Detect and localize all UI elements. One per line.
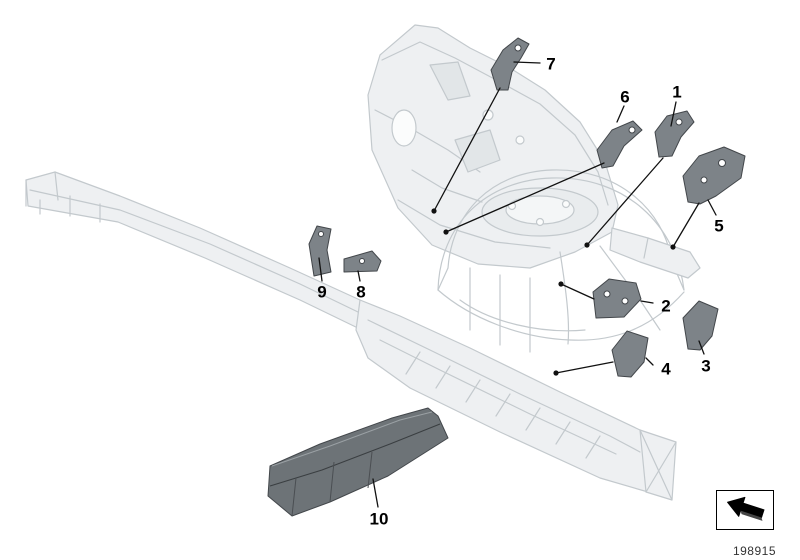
callout-6[interactable]: 6 <box>620 87 630 107</box>
callout-10[interactable]: 10 <box>369 509 389 529</box>
bracket-parts <box>267 37 746 517</box>
callout-8[interactable]: 8 <box>356 282 366 302</box>
callout-2[interactable]: 2 <box>661 296 671 316</box>
part-2[interactable] <box>592 278 642 319</box>
part-3[interactable] <box>682 300 719 351</box>
part-5[interactable] <box>682 146 746 205</box>
diagram-part-number: 198915 <box>732 544 776 558</box>
part-6[interactable] <box>596 120 643 169</box>
callout-5[interactable]: 5 <box>714 216 724 236</box>
callout-3[interactable]: 3 <box>701 356 711 376</box>
callout-7[interactable]: 7 <box>546 54 556 74</box>
callout-1[interactable]: 1 <box>672 82 682 102</box>
callout-9[interactable]: 9 <box>317 282 327 302</box>
callout-4[interactable]: 4 <box>661 359 671 379</box>
body-structure-ghost <box>25 24 701 501</box>
part-1[interactable] <box>654 110 695 158</box>
part-8[interactable] <box>343 250 382 273</box>
direction-arrow-icon <box>727 496 765 521</box>
leader-lines <box>318 61 717 508</box>
part-9[interactable] <box>308 225 332 277</box>
part-4[interactable] <box>611 330 649 378</box>
view-direction-legend <box>716 490 774 530</box>
part-10[interactable] <box>267 407 449 517</box>
part-7[interactable] <box>490 37 530 91</box>
